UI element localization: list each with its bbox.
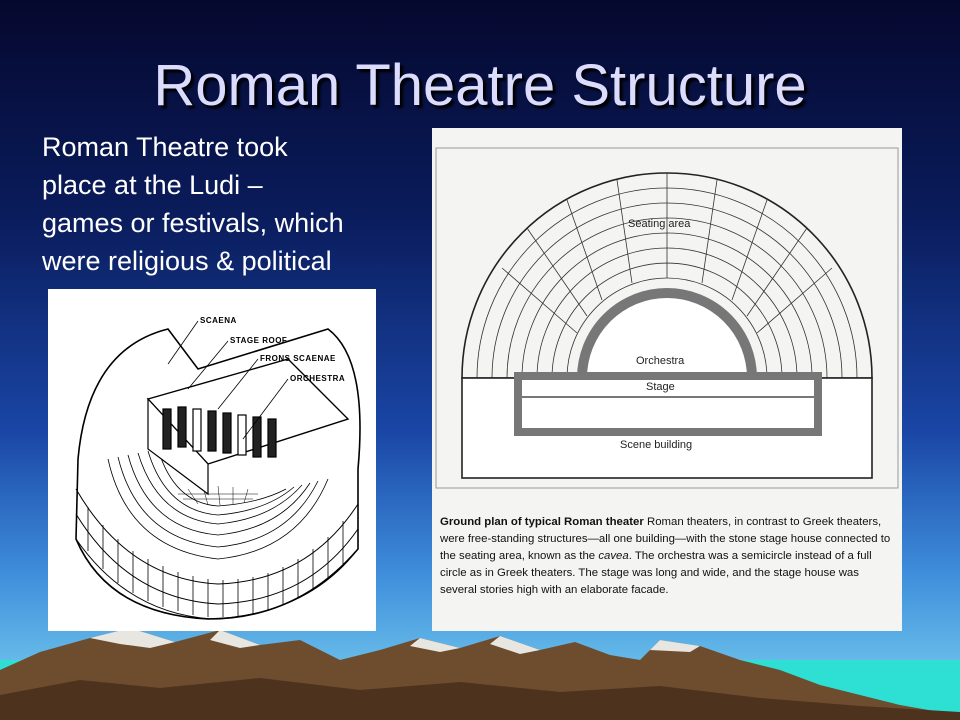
body-line: were religious & political — [42, 246, 332, 276]
iso-label-scaena: SCAENA — [200, 316, 237, 325]
mountain-background — [0, 628, 960, 720]
iso-label-orchestra: ORCHESTRA — [290, 374, 345, 383]
iso-label-stage-roof: STAGE ROOF — [230, 336, 287, 345]
plan-label-seating-area: Seating area — [628, 218, 691, 230]
body-line: Roman Theatre took — [42, 132, 288, 162]
caption-text-1: Roman theaters, in contrast to Greek the… — [440, 516, 891, 562]
plan-label-orchestra: Orchestra — [636, 355, 685, 367]
theatre-isometric-svg: SCAENA STAGE ROOF FRONS SCAENAE ORCHESTR… — [75, 316, 361, 620]
caption-text-2: . The orchestra was a semicircle instead… — [440, 550, 872, 596]
ground-plan-caption: Ground plan of typical Roman theater Rom… — [440, 514, 892, 599]
theatre-isometric-drawing: SCAENA STAGE ROOF FRONS SCAENAE ORCHESTR… — [48, 289, 376, 631]
iso-label-frons-scaenae: FRONS SCAENAE — [260, 354, 336, 363]
plan-label-stage: Stage — [646, 381, 675, 393]
slide-title: Roman Theatre Structure — [153, 53, 807, 118]
theatre-ground-plan: Seating area Orchestra Stage Scene build… — [432, 128, 902, 631]
plan-label-scene-building: Scene building — [620, 439, 692, 451]
caption-heading: Ground plan of typical Roman theater — [440, 516, 644, 528]
caption-cavea: cavea — [598, 550, 629, 562]
body-line: place at the Ludi – — [42, 170, 263, 200]
slide-body-text: Roman Theatre took place at the Ludi – g… — [42, 128, 422, 280]
body-line: games or festivals, which — [42, 208, 344, 238]
ground-plan-svg: Seating area Orchestra Stage Scene build… — [435, 147, 899, 489]
